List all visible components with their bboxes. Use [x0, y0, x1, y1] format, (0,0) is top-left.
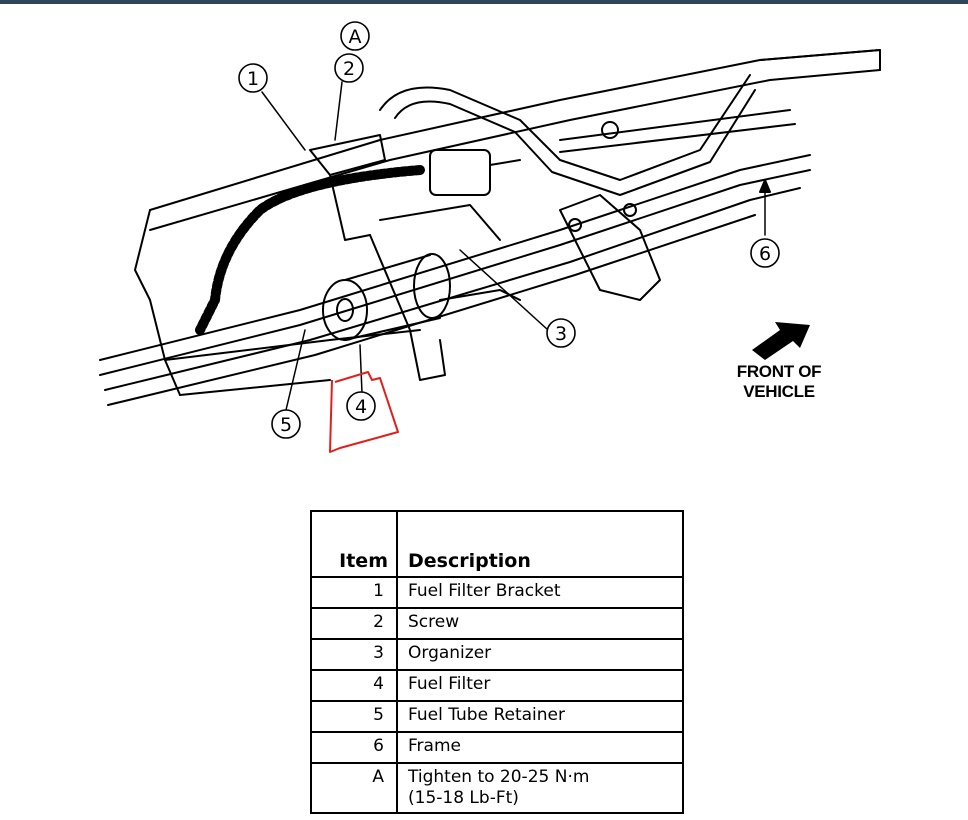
callout-3-circle [546, 318, 576, 348]
callout-5: 5 [280, 414, 292, 436]
legend-row: 1 Fuel Filter Bracket [310, 576, 684, 609]
legend-row: 6 Frame [310, 731, 684, 764]
legend-description: Tighten to 20-25 N·m (15-18 Lb-Ft) [396, 762, 684, 814]
legend-description: Fuel Filter Bracket [396, 576, 684, 609]
legend-description: Fuel Filter [396, 669, 684, 702]
legend-description: Organizer [396, 638, 684, 671]
legend-description: Frame [396, 731, 684, 764]
callout-1-circle [238, 63, 268, 93]
legend-description: Fuel Tube Retainer [396, 700, 684, 733]
front-arrow-icon [752, 322, 810, 360]
legend-item: 6 [310, 731, 398, 764]
leader-2 [334, 81, 343, 141]
legend-header-row: Item Description [310, 510, 684, 578]
callout-2-circle [334, 53, 364, 83]
legend-item: 2 [310, 607, 398, 640]
legend-row: 5 Fuel Tube Retainer [310, 700, 684, 733]
callout-6-circle [750, 238, 780, 268]
fuel-filter-body [322, 253, 451, 341]
wiring-conduit [195, 165, 425, 335]
red-annotation-mark [329, 371, 399, 453]
fuel-tube [99, 154, 811, 361]
legend-item: 5 [310, 700, 398, 733]
front-of-vehicle-label: FRONT OF VEHICLE [712, 362, 846, 402]
callout-4-circle [346, 391, 376, 421]
callout-5-circle [271, 409, 301, 439]
leader-1 [261, 91, 306, 151]
callout-1: 1 [247, 68, 259, 90]
front-label-line-1: FRONT OF [736, 362, 822, 381]
legend-table: Item Description 1 Fuel Filter Bracket 2… [310, 510, 684, 814]
tube-connector [429, 149, 491, 196]
legend-item: 1 [310, 576, 398, 609]
callout-3: 3 [555, 323, 567, 345]
legend-header-item: Item [310, 510, 398, 578]
legend-header-description: Description [396, 510, 684, 578]
callout-6: 6 [759, 243, 771, 265]
legend-row: 4 Fuel Filter [310, 669, 684, 702]
legend-row: A Tighten to 20-25 N·m (15-18 Lb-Ft) [310, 762, 684, 814]
leader-4 [359, 344, 363, 394]
callout-a: A [349, 26, 362, 48]
legend-item: 4 [310, 669, 398, 702]
legend-item: A [310, 762, 398, 814]
legend-row: 3 Organizer [310, 638, 684, 671]
fuel-filter-diagram: 1 2 A 3 4 5 6 [99, 21, 881, 453]
legend-description: Screw [396, 607, 684, 640]
leader-5 [285, 329, 306, 411]
front-label-line-2: VEHICLE [743, 382, 815, 401]
legend-description-line-2: (15-18 Lb-Ft) [408, 788, 519, 808]
window-top-bar [0, 0, 968, 4]
fuel-filter-bracket [309, 134, 386, 176]
legend-item: 3 [310, 638, 398, 671]
legend-description-line-1: Tighten to 20-25 N·m [408, 767, 590, 787]
legend-row: 2 Screw [310, 607, 684, 640]
callout-a-circle [340, 21, 370, 51]
callout-4: 4 [355, 396, 367, 418]
callout-2: 2 [343, 58, 355, 80]
leader-3 [459, 249, 549, 331]
